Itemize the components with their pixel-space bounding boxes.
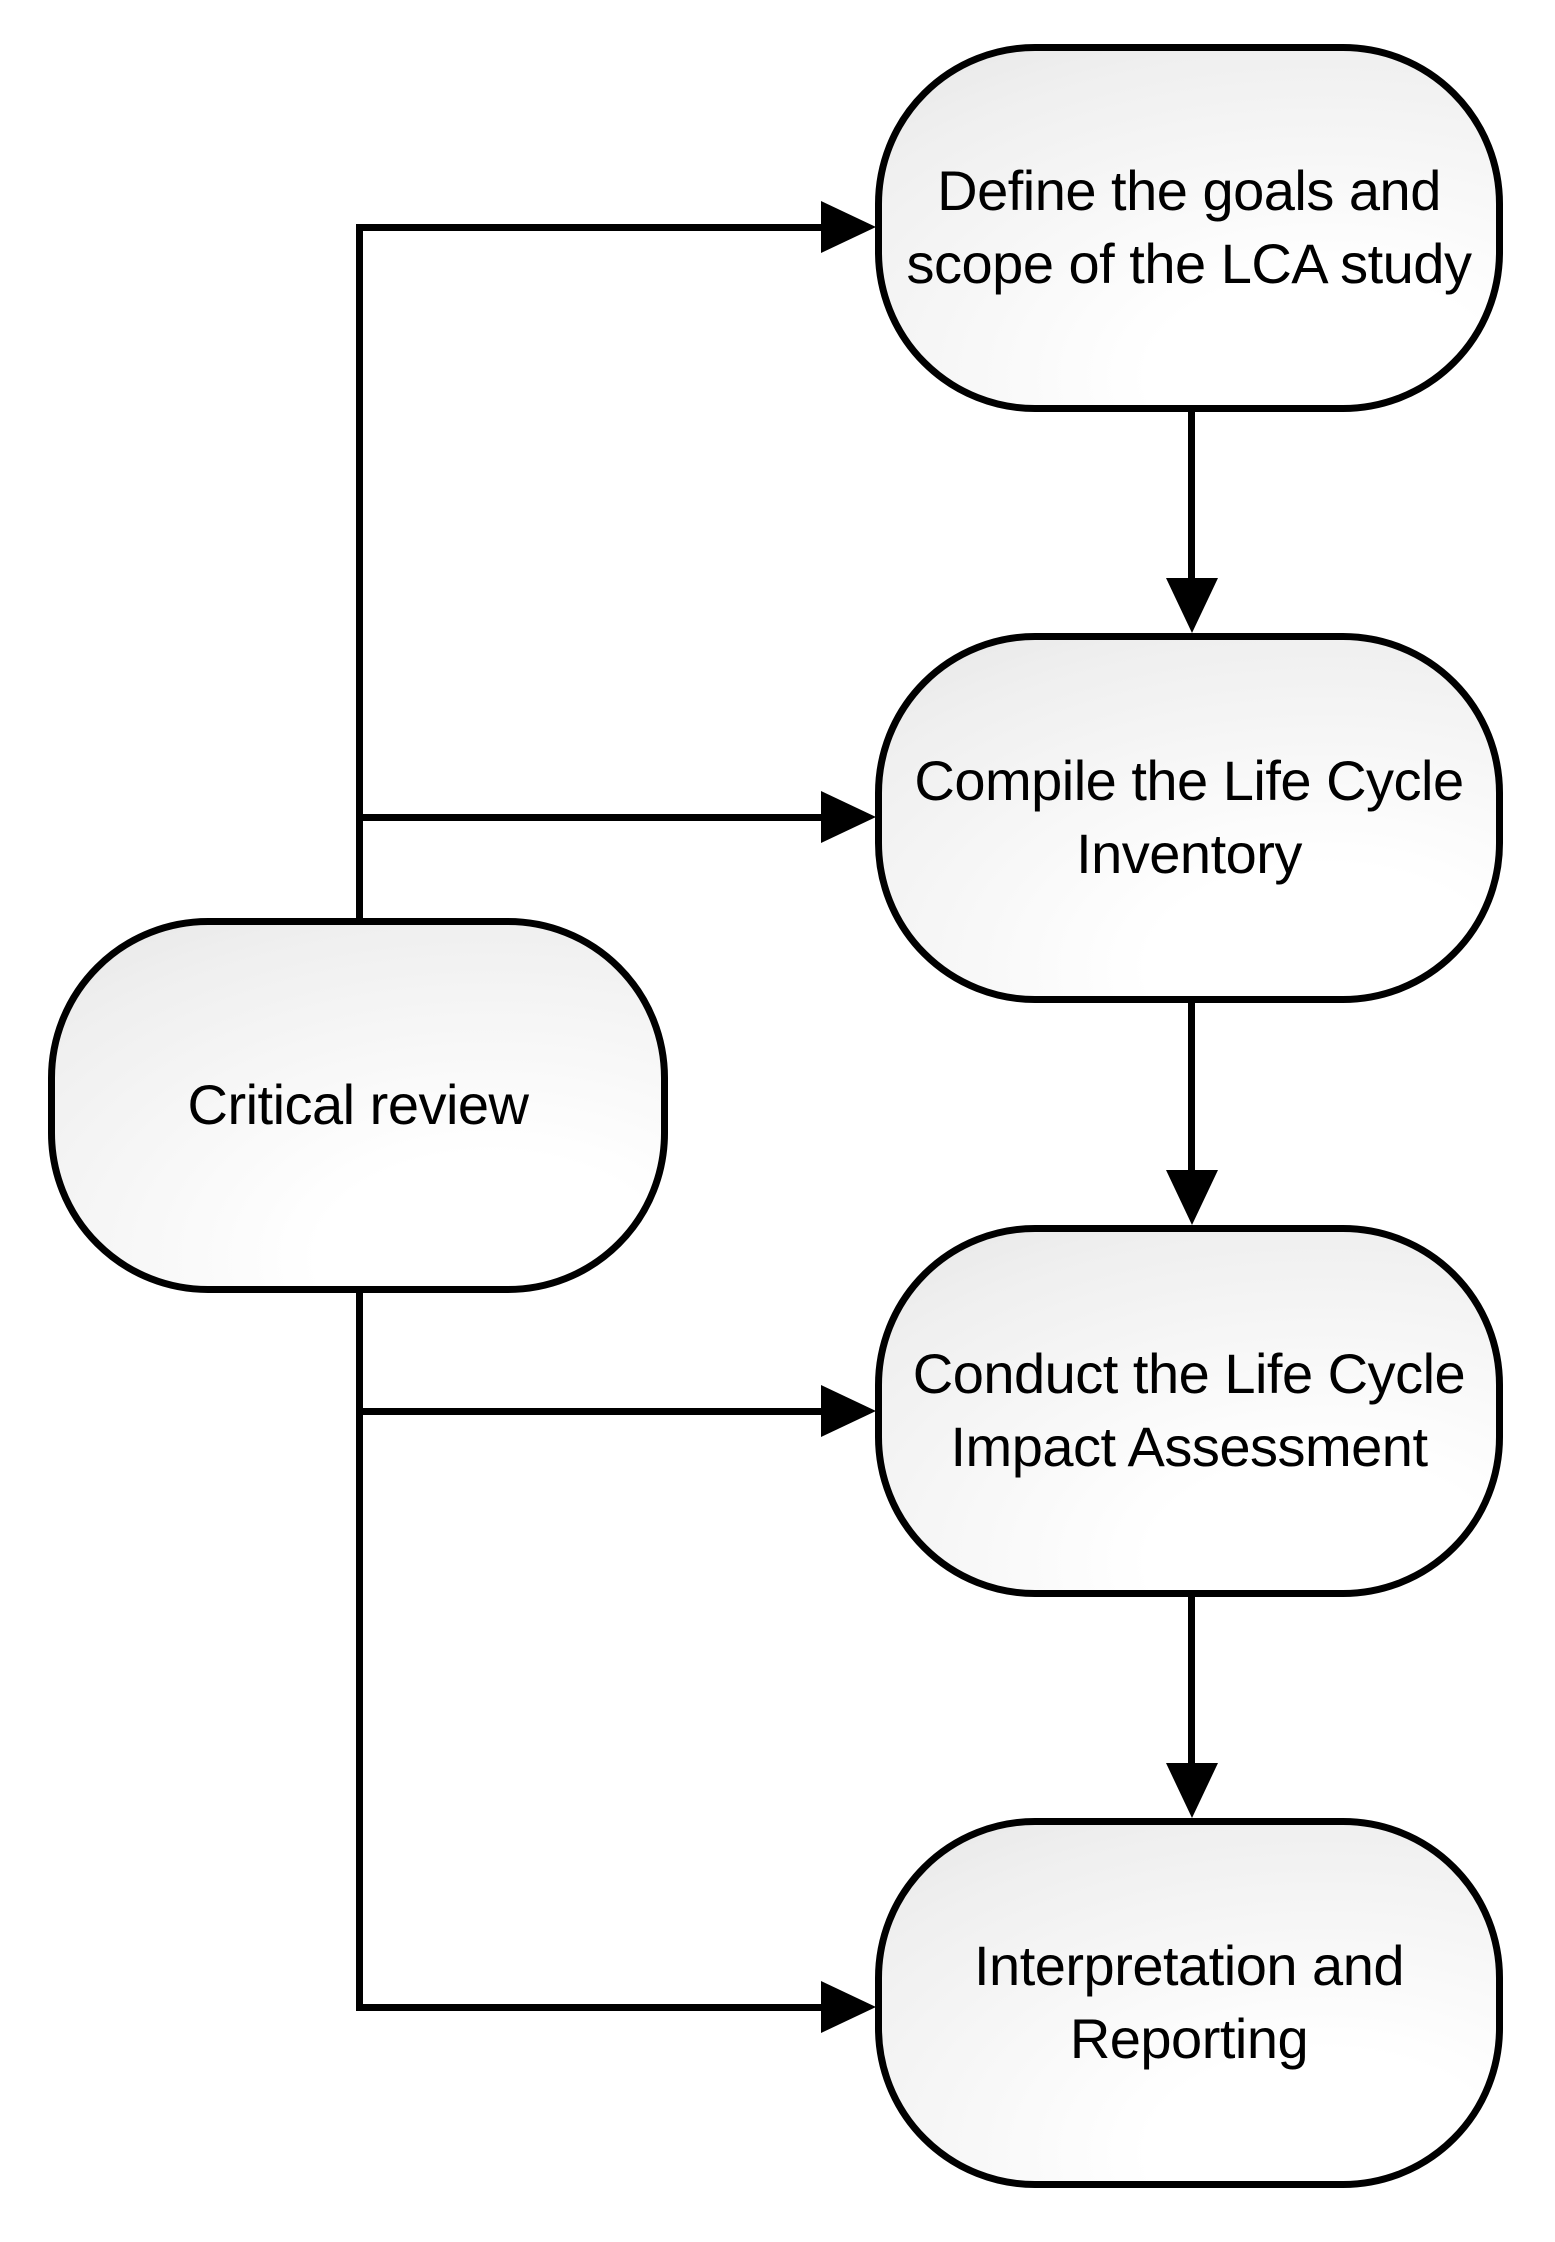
arrowhead-right-icon bbox=[821, 1385, 876, 1437]
arrow-critical-to-define-goals bbox=[356, 224, 825, 231]
node-conduct-life-cycle-impact-assessment: Conduct the Life Cycle Impact Assessment bbox=[875, 1225, 1503, 1597]
arrow-critical-to-compile-lci bbox=[356, 814, 825, 821]
arrowhead-down-icon bbox=[1166, 1763, 1218, 1818]
arrow-critical-to-interpretation bbox=[356, 2004, 825, 2011]
node-critical-review: Critical review bbox=[48, 918, 668, 1293]
arrowhead-right-icon bbox=[821, 791, 876, 843]
node-compile-life-cycle-inventory: Compile the Life Cycle Inventory bbox=[875, 633, 1503, 1003]
node-define-goals-and-scope: Define the goals and scope of the LCA st… bbox=[875, 44, 1503, 412]
arrowhead-right-icon bbox=[821, 201, 876, 253]
arrow-critical-to-conduct-lcia bbox=[356, 1408, 825, 1415]
arrowhead-down-icon bbox=[1166, 578, 1218, 633]
arrow-define-goals-to-compile-lci bbox=[1188, 406, 1195, 582]
arrow-conduct-lcia-to-interpretation bbox=[1188, 1591, 1195, 1767]
arrow-compile-lci-to-conduct-lcia bbox=[1188, 997, 1195, 1174]
arrowhead-right-icon bbox=[821, 1981, 876, 2033]
node-interpretation-and-reporting: Interpretation and Reporting bbox=[875, 1818, 1503, 2188]
arrowhead-down-icon bbox=[1166, 1170, 1218, 1225]
